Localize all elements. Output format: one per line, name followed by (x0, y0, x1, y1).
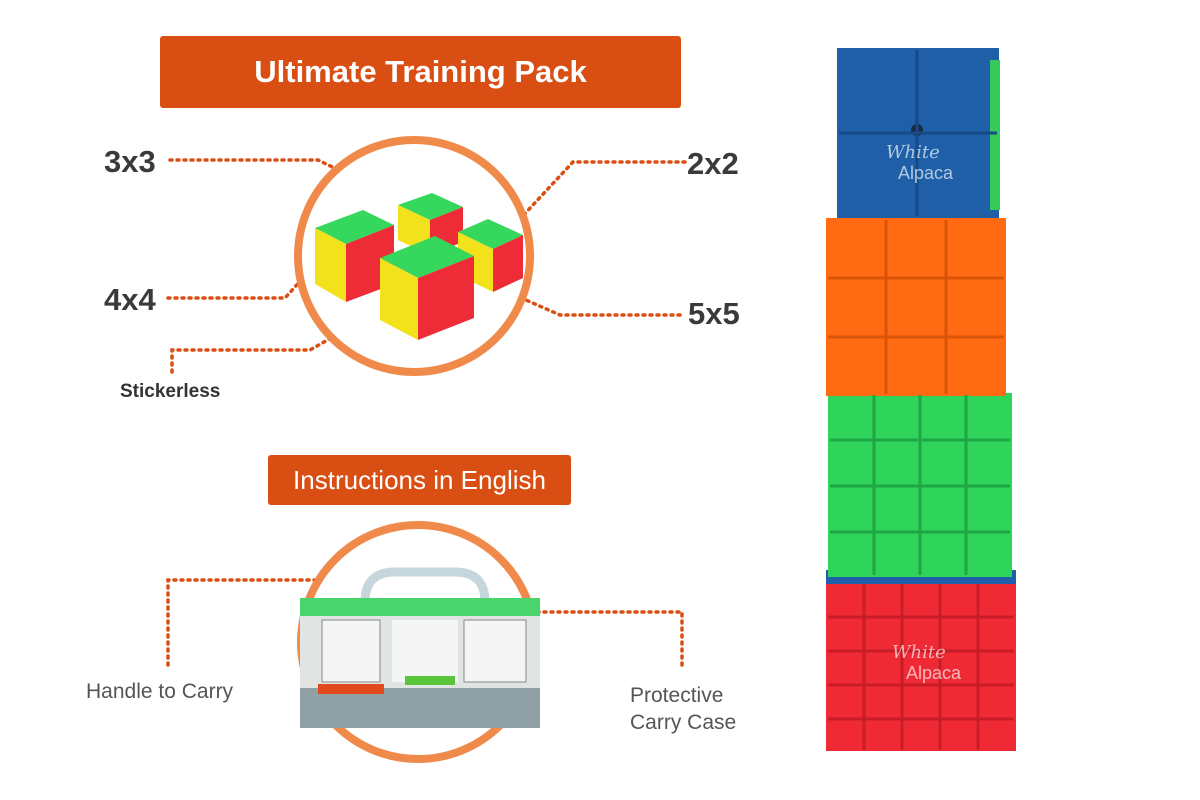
handle-label: Handle to Carry (86, 680, 234, 703)
brand-watermark-bottom: White Alpaca (892, 642, 962, 683)
leader-2x2 (503, 160, 687, 237)
leader-case (503, 610, 684, 667)
leader-handle (166, 578, 387, 667)
instructions-text: Instructions in English (293, 464, 546, 495)
label-4x4: 4x4 (104, 282, 156, 317)
stacked-cubes (826, 48, 1016, 751)
label-5x5: 5x5 (688, 296, 740, 331)
zoom-case-group (300, 567, 540, 728)
brand-watermark-top: White Alpaca (886, 142, 954, 183)
case-label-line2: Carry Case (630, 711, 737, 734)
case-label: Protective Carry Case (630, 682, 736, 736)
stickerless-label: Stickerless (120, 381, 221, 402)
title-text: Ultimate Training Pack (254, 54, 587, 89)
case-label-line1: Protective (630, 684, 724, 707)
label-2x2: 2x2 (687, 146, 739, 181)
label-3x3: 3x3 (104, 144, 156, 179)
zoom-cubes-group (315, 193, 523, 340)
title-banner: Ultimate Training Pack (160, 36, 681, 108)
instructions-banner: Instructions in English (268, 455, 571, 505)
